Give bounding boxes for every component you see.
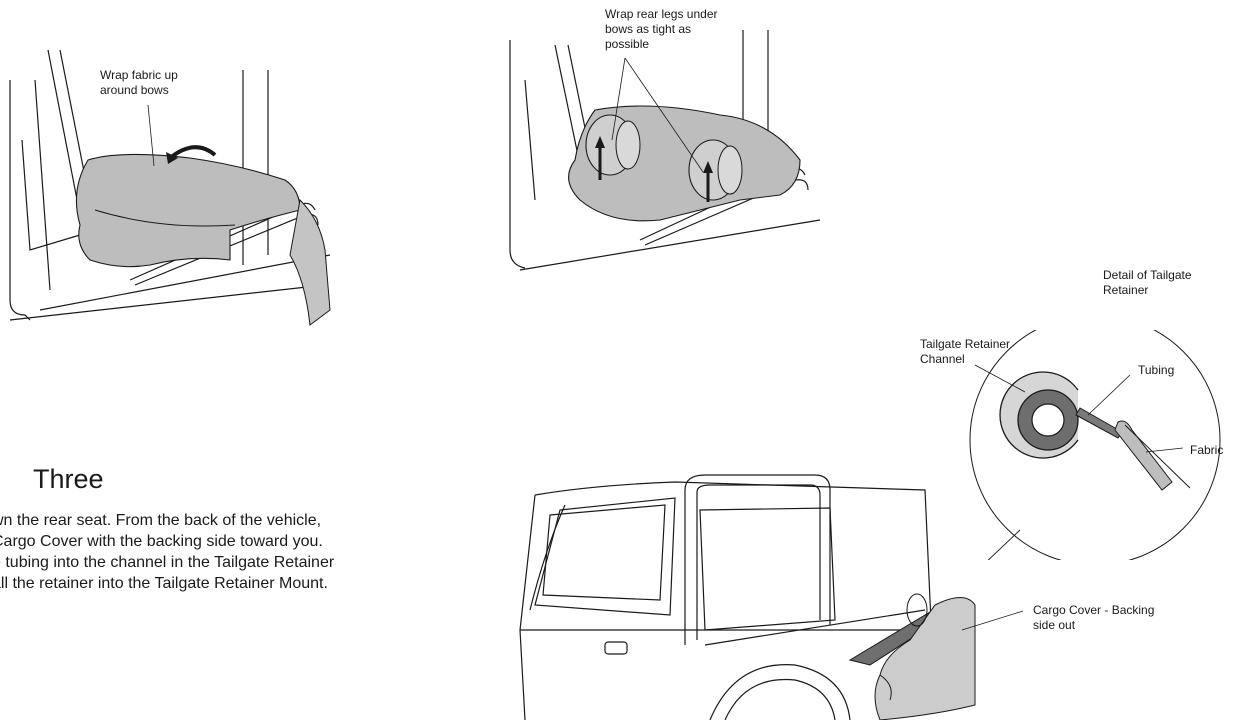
instruction-line: wn the rear seat. From the back of the v… bbox=[0, 510, 500, 531]
figure1-label-line: Wrap fabric up bbox=[100, 68, 178, 83]
channel-label: Tailgate Retainer Channel bbox=[920, 337, 1010, 367]
tubing-label: Tubing bbox=[1138, 363, 1174, 378]
figure1-label: Wrap fabric up around bows bbox=[100, 68, 178, 98]
illustration-vehicle-cargo-cover bbox=[505, 470, 1035, 720]
instruction-line: all the retainer into the Tailgate Retai… bbox=[0, 573, 500, 594]
instruction-line: e tubing into the channel in the Tailgat… bbox=[0, 552, 500, 573]
detail-title-line: Retainer bbox=[1103, 283, 1192, 298]
cargo-cover-label-line: Cargo Cover - Backing bbox=[1033, 603, 1154, 618]
illustration-wrap-rear-legs bbox=[500, 20, 830, 280]
cargo-cover-label-line: side out bbox=[1033, 618, 1154, 633]
instruction-line: Cargo Cover with the backing side toward… bbox=[0, 531, 500, 552]
figure2-label-line: Wrap rear legs under bbox=[605, 7, 718, 22]
step-title: Three bbox=[33, 463, 104, 495]
detail-title: Detail of Tailgate Retainer bbox=[1103, 268, 1192, 298]
figure1-label-line: around bows bbox=[100, 83, 178, 98]
channel-label-line: Tailgate Retainer bbox=[920, 337, 1010, 352]
figure2-label-line: possible bbox=[605, 37, 718, 52]
cargo-cover-label: Cargo Cover - Backing side out bbox=[1033, 603, 1154, 633]
figure2-label: Wrap rear legs under bows as tight as po… bbox=[605, 7, 718, 52]
detail-title-line: Detail of Tailgate bbox=[1103, 268, 1192, 283]
step-instructions: wn the rear seat. From the back of the v… bbox=[0, 510, 500, 594]
fabric-label: Fabric bbox=[1190, 443, 1223, 458]
figure2-label-line: bows as tight as bbox=[605, 22, 718, 37]
channel-label-line: Channel bbox=[920, 352, 1010, 367]
